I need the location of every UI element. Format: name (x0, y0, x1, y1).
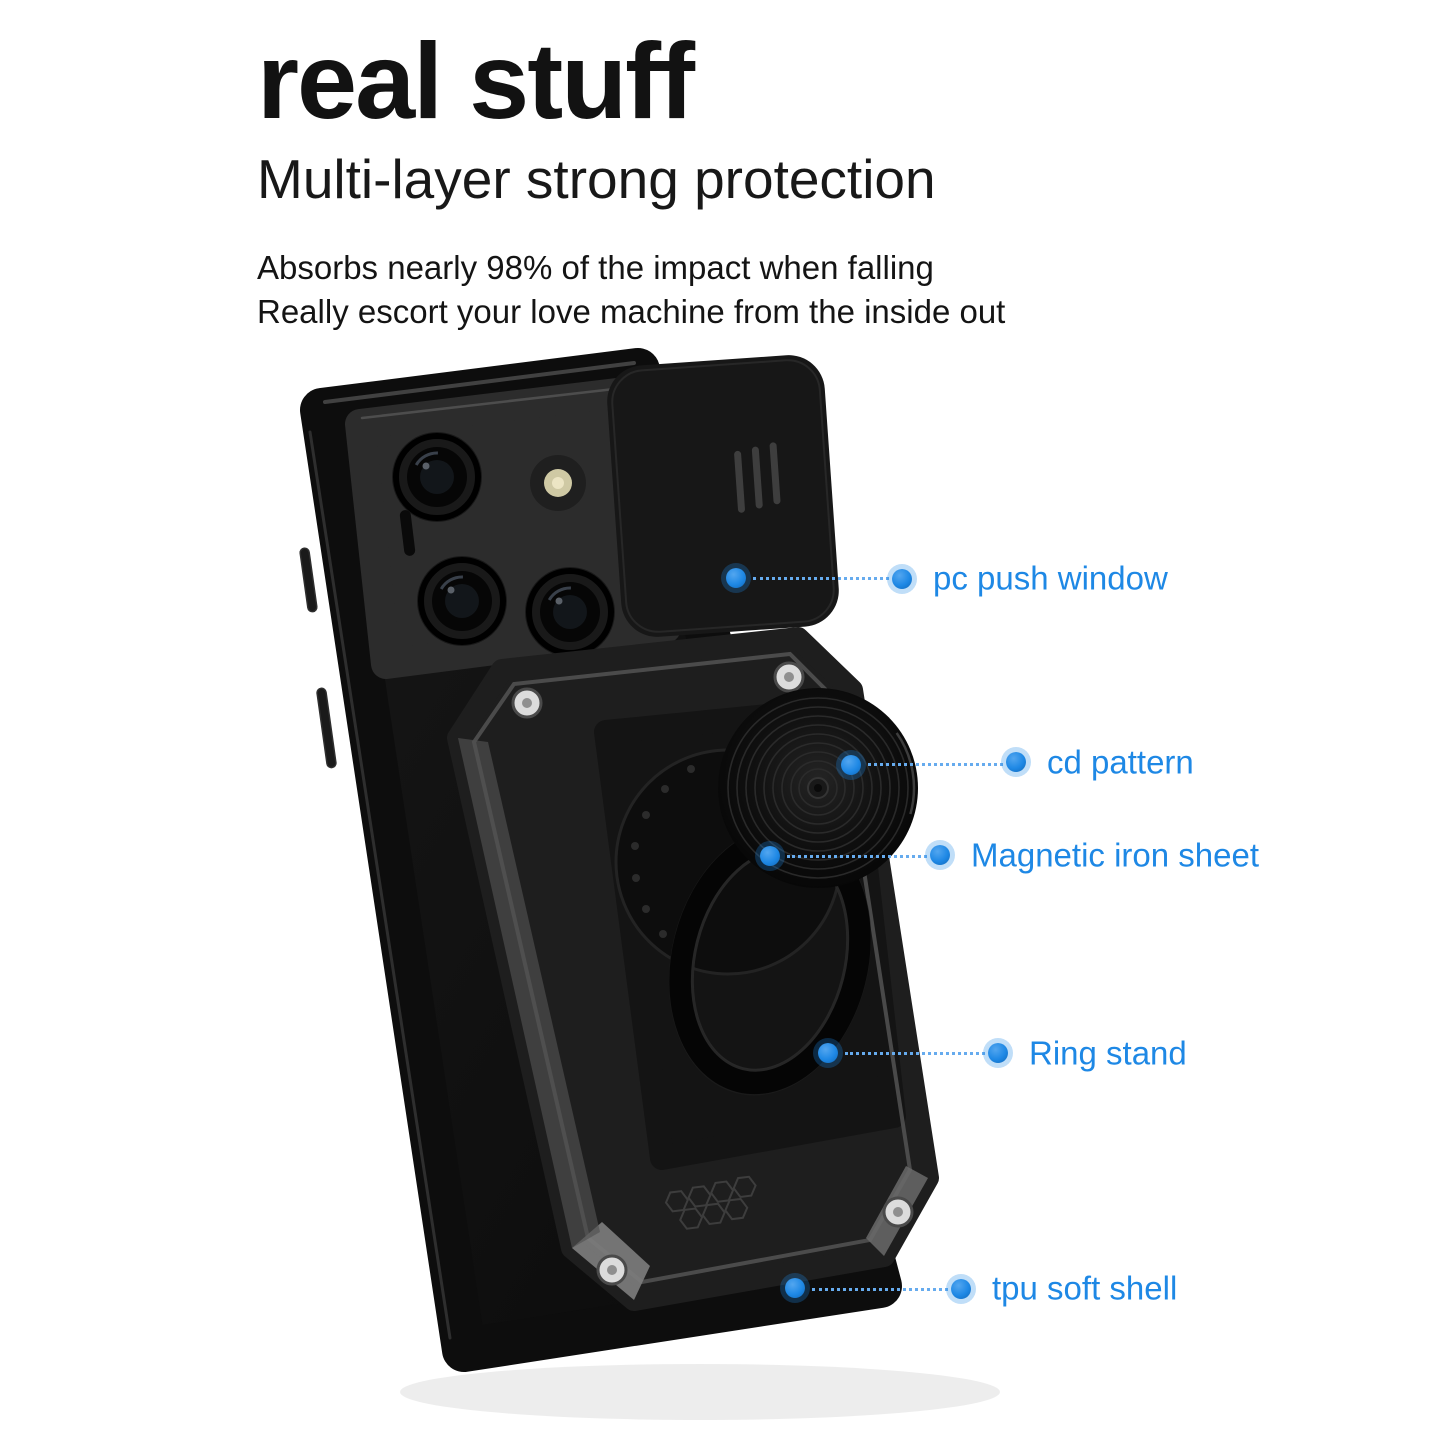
callout-dotted-line (812, 1288, 948, 1291)
callout-point-dot (818, 1043, 838, 1063)
callout-dotted-line (753, 577, 889, 580)
camera-lens-2 (417, 556, 507, 646)
camera-flash (530, 455, 586, 511)
power-button (316, 687, 337, 769)
page-title: real stuff (257, 20, 695, 141)
callout-point-dot (841, 755, 861, 775)
description-line-1: Absorbs nearly 98% of the impact when fa… (257, 248, 934, 286)
camera-mic-slot (399, 510, 416, 556)
page-subtitle: Multi-layer strong protection (257, 148, 936, 211)
callout-label-dot (930, 845, 950, 865)
callout-dotted-line (868, 763, 1003, 766)
callout-label: tpu soft shell (992, 1269, 1178, 1307)
callout-label: pc push window (933, 559, 1168, 597)
ring-stand-assembly (614, 688, 918, 1096)
callout-label-dot (892, 569, 912, 589)
camera-slide-cover (607, 355, 839, 637)
cd-pattern-disc (718, 688, 918, 888)
camera-lens-3 (525, 567, 615, 657)
volume-button (299, 547, 318, 613)
callout-dotted-line (845, 1052, 985, 1055)
callout-label-dot (951, 1279, 971, 1299)
callout-dotted-line (787, 855, 927, 858)
screw-holes (511, 661, 914, 1286)
description-line-2: Really escort your love machine from the… (257, 292, 1006, 330)
callout-label-dot (988, 1043, 1008, 1063)
grip-lines (734, 442, 781, 513)
callout-label: Ring stand (1029, 1034, 1187, 1072)
callout-point-dot (726, 568, 746, 588)
callout-point-dot (785, 1278, 805, 1298)
callout-label: Magnetic iron sheet (971, 836, 1259, 874)
callout-label: cd pattern (1047, 743, 1194, 781)
hero-text-block: real stuff Multi-layer strong protection… (257, 20, 1217, 334)
case-shadow (400, 1364, 1000, 1420)
camera-lens-1 (392, 432, 482, 522)
callout-point-dot (760, 846, 780, 866)
callout-label-dot (1006, 752, 1026, 772)
